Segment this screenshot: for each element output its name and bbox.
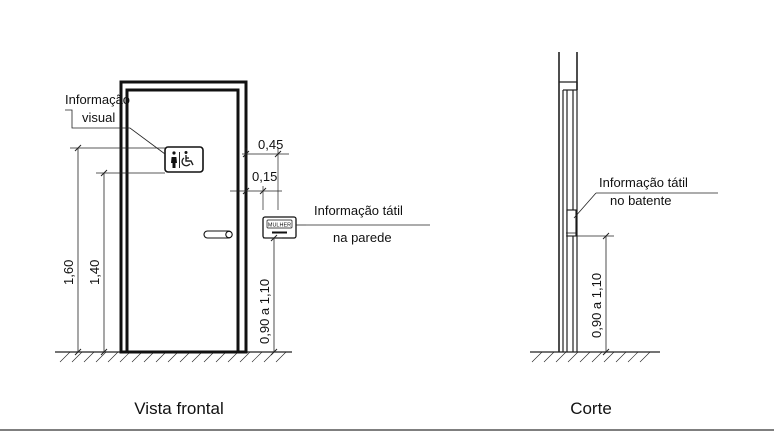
dimension-160-label: 1,60 — [61, 260, 76, 285]
tactile-wall-label-line2: na parede — [333, 230, 392, 245]
section-height-range-label: 0,90 a 1,10 — [589, 273, 604, 338]
front-view: Informação visual 1,60 1,40 0, — [55, 80, 430, 418]
visual-sign — [164, 146, 204, 173]
wheelchair-icon — [181, 151, 194, 167]
section-view: Informação tátil no batente 0,90 a 1,10 … — [530, 52, 718, 418]
section-ground — [530, 351, 660, 363]
section-wall — [558, 52, 578, 352]
visual-info-label: Informação visual — [65, 92, 166, 155]
tactile-jamb-label-line1: Informação tátil — [599, 175, 688, 190]
visual-info-label-line2: visual — [82, 110, 115, 125]
dimension-140-label: 1,40 — [87, 260, 102, 285]
tactile-jamb-label: Informação tátil no batente — [573, 175, 718, 219]
tactile-wall-label-line1: Informação tátil — [314, 203, 403, 218]
restroom-pictogram-icon — [171, 151, 180, 168]
tactile-wall-plate: MULHER — [262, 216, 297, 239]
front-view-caption: Vista frontal — [134, 399, 223, 418]
dimension-160: 1,60 — [61, 144, 165, 356]
dimension-offset-015-label: 0,15 — [252, 169, 277, 184]
section-view-caption: Corte — [570, 399, 612, 418]
front-height-range-label: 0,90 a 1,10 — [257, 279, 272, 344]
visual-info-label-line1: Informação — [65, 92, 130, 107]
tactile-wall-label: Informação tátil na parede — [296, 203, 430, 245]
section-height-range-dimension: 0,90 a 1,10 — [566, 232, 614, 356]
dimension-offset-045: 0,45 — [242, 137, 289, 210]
door-handle — [203, 230, 233, 239]
dimension-offset-045-label: 0,45 — [258, 137, 283, 152]
dimension-offset-015: 0,15 — [230, 169, 282, 210]
front-height-range-dimension: 0,90 a 1,10 — [257, 234, 282, 356]
tactile-wall-plate-text: MULHER — [268, 222, 291, 228]
tactile-jamb-label-line2: no batente — [610, 193, 671, 208]
door — [119, 80, 248, 354]
tactile-jamb-plate — [566, 209, 577, 237]
dimension-140: 1,40 — [87, 169, 165, 356]
